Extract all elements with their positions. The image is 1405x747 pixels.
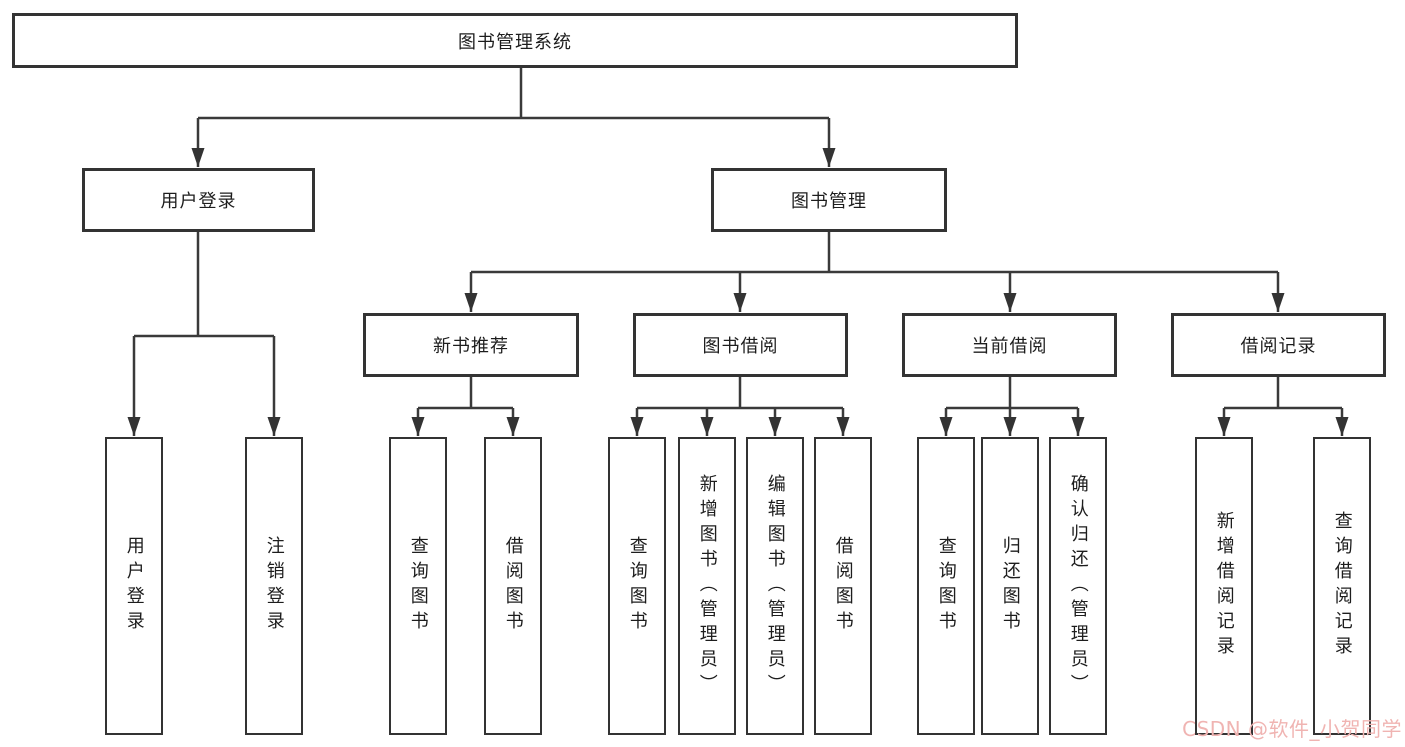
leaf-borrow-books: 借阅图书	[814, 437, 872, 735]
node-new-book-recommend: 新书推荐	[363, 313, 579, 377]
leaf-add-books-admin: 新增图书（管理员）	[678, 437, 736, 735]
leaf-recommend-borrow-books: 借阅图书	[484, 437, 542, 735]
node-book-management: 图书管理	[711, 168, 947, 232]
leaf-recommend-query-books: 查询图书	[389, 437, 447, 735]
node-user-login-group: 用户登录	[82, 168, 315, 232]
node-borrow-records: 借阅记录	[1171, 313, 1386, 377]
node-current-borrow: 当前借阅	[902, 313, 1117, 377]
leaf-edit-books-admin: 编辑图书（管理员）	[746, 437, 804, 735]
node-root-system: 图书管理系统	[12, 13, 1018, 68]
node-book-borrow: 图书借阅	[633, 313, 848, 377]
leaf-return-books: 归还图书	[981, 437, 1039, 735]
leaf-logout: 注销登录	[245, 437, 303, 735]
leaf-current-query-books: 查询图书	[917, 437, 975, 735]
leaf-add-borrow-record: 新增借阅记录	[1195, 437, 1253, 735]
csdn-watermark: CSDN @软件_小贺同学	[1182, 717, 1402, 741]
leaf-query-borrow-record: 查询借阅记录	[1313, 437, 1371, 735]
leaf-confirm-return-admin: 确认归还（管理员）	[1049, 437, 1107, 735]
leaf-borrow-query-books: 查询图书	[608, 437, 666, 735]
leaf-user-login: 用户登录	[105, 437, 163, 735]
